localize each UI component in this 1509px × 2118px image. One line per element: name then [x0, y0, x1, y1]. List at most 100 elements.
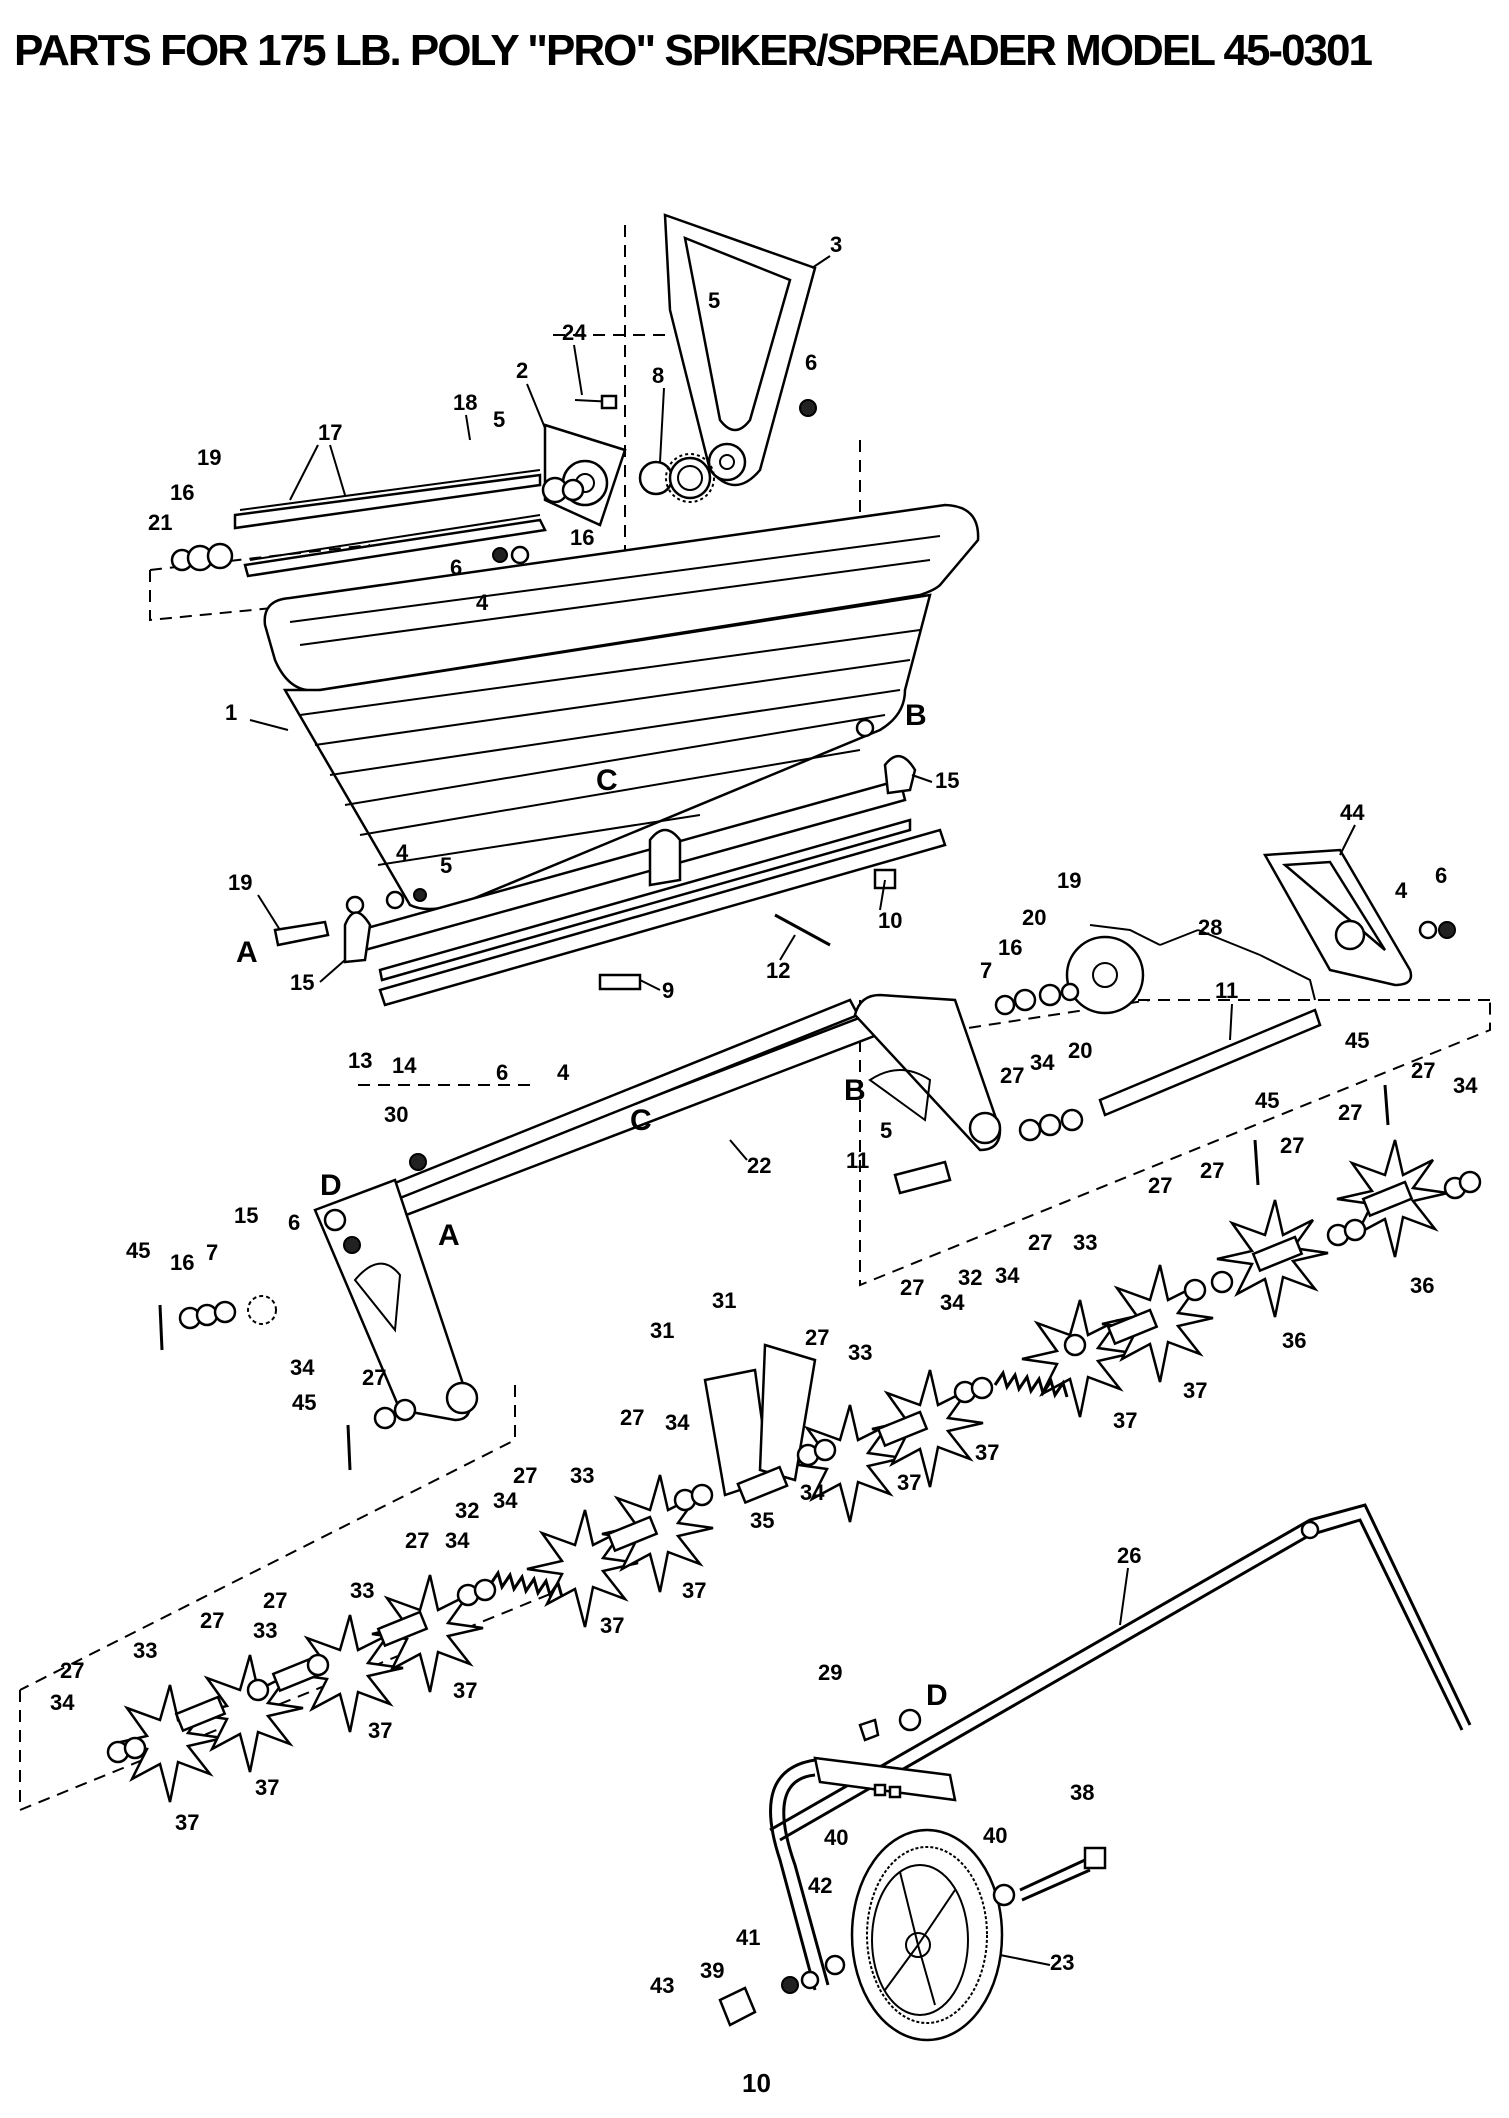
callout: 37: [600, 1613, 624, 1638]
callout: 19: [1057, 868, 1081, 893]
callout: 16: [998, 935, 1022, 960]
callout: 27: [1338, 1100, 1362, 1125]
callout: 30: [384, 1102, 408, 1127]
callout: 27: [1148, 1173, 1172, 1198]
callout: 27: [200, 1608, 224, 1633]
callout: 4: [557, 1060, 570, 1085]
callout: 39: [700, 1958, 724, 1983]
callout: 32: [958, 1265, 982, 1290]
agitator-bars: [170, 469, 585, 578]
callout: 11: [1215, 978, 1238, 1003]
callout: 27: [1200, 1158, 1224, 1183]
callout: 36: [1282, 1328, 1306, 1353]
callout: 2: [516, 358, 528, 383]
callout: 1: [225, 700, 237, 725]
callout: 15: [234, 1203, 258, 1228]
callout: 6: [288, 1210, 300, 1235]
agitator-bracket: [543, 394, 627, 527]
callout: 27: [60, 1658, 84, 1683]
callout: 27: [405, 1528, 429, 1553]
callout: 10: [878, 908, 902, 933]
ref-letter-a: A: [438, 1219, 460, 1252]
page-number: 10: [742, 2068, 771, 2098]
callout: 5: [708, 288, 720, 313]
flow-plates: [273, 755, 947, 1007]
callout: 34: [995, 1263, 1020, 1288]
callout: 34: [493, 1488, 518, 1513]
callout: 6: [450, 555, 462, 580]
callout: 27: [620, 1405, 644, 1430]
callout: 27: [1411, 1058, 1435, 1083]
callout: 5: [440, 853, 452, 878]
callout: 45: [1345, 1028, 1369, 1053]
callout: 27: [513, 1463, 537, 1488]
callout: 27: [362, 1365, 386, 1390]
callout: 32: [455, 1498, 479, 1523]
callout: 40: [824, 1825, 848, 1850]
callout: 40: [983, 1823, 1007, 1848]
drive-parts: [893, 848, 1456, 1195]
callout: 34: [1030, 1050, 1055, 1075]
ref-letter-b: B: [844, 1074, 866, 1107]
callout: 34: [290, 1355, 315, 1380]
callout: 15: [290, 970, 314, 995]
callout: 41: [736, 1925, 760, 1950]
callout: 5: [880, 1118, 892, 1143]
callout: 34: [445, 1528, 470, 1553]
callout: 14: [392, 1053, 417, 1078]
callout: 6: [1435, 863, 1447, 888]
callout: 27: [263, 1588, 287, 1613]
callout: 33: [1073, 1230, 1097, 1255]
leader-lines: [249, 255, 1356, 1966]
ref-letter-a: A: [236, 936, 258, 969]
callout: 20: [1022, 905, 1046, 930]
ref-letter-c: C: [630, 1104, 652, 1137]
callout: 8: [652, 363, 664, 388]
callout: 12: [766, 958, 790, 983]
callout: 3: [830, 232, 842, 257]
callout: 34: [1453, 1073, 1478, 1098]
adjustment-plate: [663, 213, 817, 487]
callout: 34: [665, 1410, 690, 1435]
callout: 34: [800, 1480, 825, 1505]
callout: 16: [570, 525, 594, 550]
handle-and-wheel: [718, 1503, 1472, 2042]
callout: 34: [50, 1690, 75, 1715]
callout: 43: [650, 1973, 674, 1998]
callout: 34: [940, 1290, 965, 1315]
callout: 35: [750, 1508, 774, 1533]
callout: 37: [1183, 1378, 1207, 1403]
callout: 27: [900, 1275, 924, 1300]
callout: 37: [897, 1470, 921, 1495]
reference-letters: B C A B C D A D: [236, 699, 948, 1712]
ref-letter-b: B: [905, 699, 927, 732]
callout: 17: [318, 420, 342, 445]
callout: 27: [1000, 1063, 1024, 1088]
callout: 37: [255, 1775, 279, 1800]
callout: 37: [975, 1440, 999, 1465]
callout: 6: [805, 350, 817, 375]
callout: 27: [1028, 1230, 1052, 1255]
callout: 37: [175, 1810, 199, 1835]
callout: 37: [1113, 1408, 1137, 1433]
callout: 4: [476, 590, 489, 615]
callout: 27: [1280, 1133, 1304, 1158]
hopper: [263, 503, 980, 915]
callout: 33: [570, 1463, 594, 1488]
callout: 37: [453, 1678, 477, 1703]
callout: 23: [1050, 1950, 1074, 1975]
callout: 27: [805, 1325, 829, 1350]
callout: 38: [1070, 1780, 1094, 1805]
callout: 7: [980, 958, 992, 983]
callout: 6: [496, 1060, 508, 1085]
ref-letter-c: C: [596, 764, 618, 797]
callout: 45: [1255, 1088, 1279, 1113]
callout: 31: [650, 1318, 674, 1343]
callout: 9: [662, 978, 674, 1003]
callout: 33: [133, 1638, 157, 1663]
part-callouts: 3 5 24 2 8 6 18 5 17 19 16 21 16 6 4 1 1…: [50, 232, 1478, 1998]
callout: 45: [292, 1390, 316, 1415]
axle-frame: [313, 993, 1002, 1422]
callout: 7: [206, 1240, 218, 1265]
callout: 19: [228, 870, 252, 895]
